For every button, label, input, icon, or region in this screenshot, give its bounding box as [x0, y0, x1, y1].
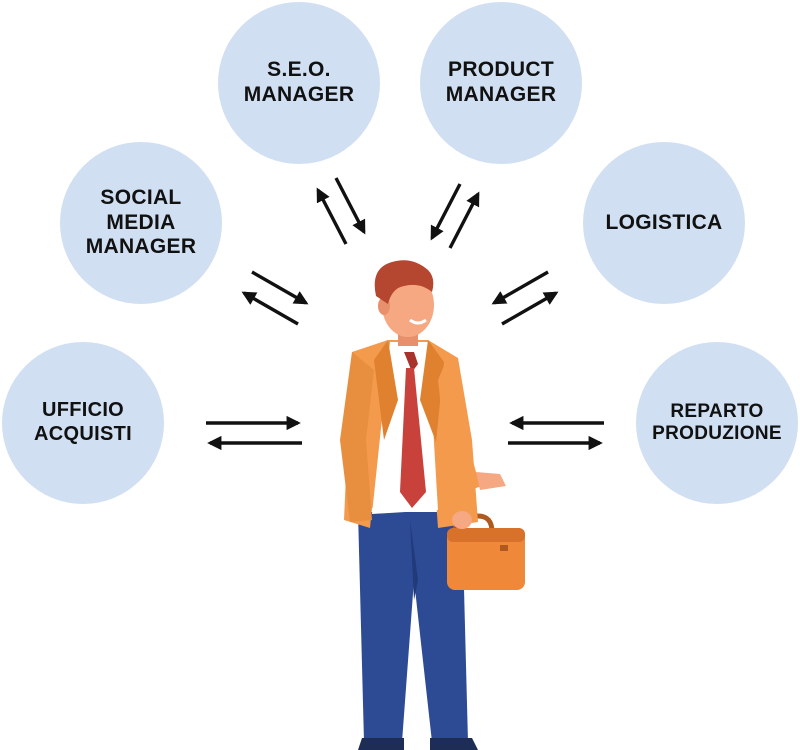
arrow-icon — [501, 291, 559, 326]
arrow-icon — [316, 187, 348, 245]
arrows-social-media-manager — [241, 270, 309, 326]
arrow-icon — [448, 191, 480, 249]
circle-seo-manager: S.E.O. MANAGER — [218, 2, 380, 164]
circle-ufficio-acquisti: UFFICIO ACQUISTI — [2, 342, 164, 504]
role-label-seo-manager: S.E.O. MANAGER — [243, 58, 355, 106]
arrows-ufficio-acquisti — [206, 415, 302, 451]
circle-reparto-produzione: REPARTO PRODUZIONE — [636, 342, 798, 504]
arrows-seo-manager — [316, 177, 366, 245]
arrow-icon — [241, 291, 299, 326]
role-label-product-manager: PRODUCT MANAGER — [445, 58, 557, 106]
arrow-icon — [251, 270, 309, 305]
circle-product-manager: PRODUCT MANAGER — [420, 2, 582, 164]
role-label-social-media-manager: SOCIAL MEDIA MANAGER — [85, 185, 197, 259]
circle-logistica: LOGISTICA — [583, 142, 745, 304]
arrows-product-manager — [430, 183, 480, 249]
arrow-icon — [491, 270, 549, 305]
arrows-logistica — [491, 270, 559, 326]
arrows-reparto-produzione — [508, 415, 604, 451]
role-label-reparto-produzione: REPARTO PRODUZIONE — [652, 400, 782, 444]
businessman-with-briefcase-icon — [340, 260, 525, 750]
arrow-icon — [430, 183, 462, 241]
role-label-logistica: LOGISTICA — [605, 210, 723, 234]
circle-social-media-manager: SOCIAL MEDIA MANAGER — [60, 142, 222, 304]
role-label-ufficio-acquisti: UFFICIO ACQUISTI — [34, 399, 132, 445]
arrow-icon — [334, 177, 366, 235]
